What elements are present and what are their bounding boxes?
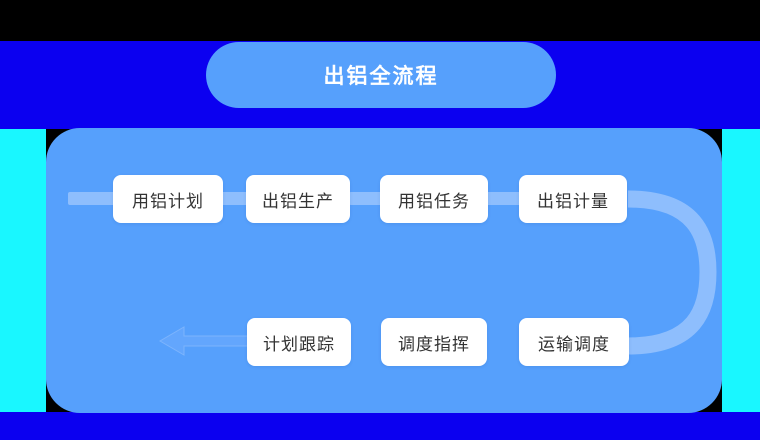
page-title: 出铝全流程	[323, 64, 439, 88]
node-transport-scheduling[interactable]: 运输调度	[519, 318, 629, 366]
node-label: 调度指挥	[398, 334, 470, 355]
left-arrow-icon	[159, 326, 250, 356]
diagram-title-pill: 出铝全流程	[206, 42, 556, 108]
connector-bar-3-4	[486, 192, 522, 205]
node-aluminum-usage-task[interactable]: 用铝任务	[380, 175, 488, 223]
node-aluminum-tapping-metering[interactable]: 出铝计量	[519, 175, 627, 223]
node-label: 运输调度	[538, 334, 610, 355]
node-dispatch-command[interactable]: 调度指挥	[381, 318, 487, 366]
node-aluminum-usage-plan[interactable]: 用铝计划	[113, 175, 223, 223]
node-label: 用铝任务	[398, 191, 470, 212]
background-band-bottom	[0, 412, 760, 440]
background-band-right	[722, 129, 760, 412]
connector-bar-entry	[68, 192, 116, 205]
node-label: 计划跟踪	[263, 334, 335, 355]
node-aluminum-tapping-production[interactable]: 出铝生产	[246, 175, 350, 223]
node-label: 出铝生产	[262, 191, 334, 212]
background-band-left	[0, 129, 46, 412]
node-label: 用铝计划	[132, 191, 204, 212]
node-plan-tracking[interactable]: 计划跟踪	[247, 318, 351, 366]
curved-connector-icon	[627, 190, 717, 355]
connector-bar-2-3	[349, 192, 383, 205]
connector-bar-1-2	[221, 192, 249, 205]
node-label: 出铝计量	[537, 191, 609, 212]
